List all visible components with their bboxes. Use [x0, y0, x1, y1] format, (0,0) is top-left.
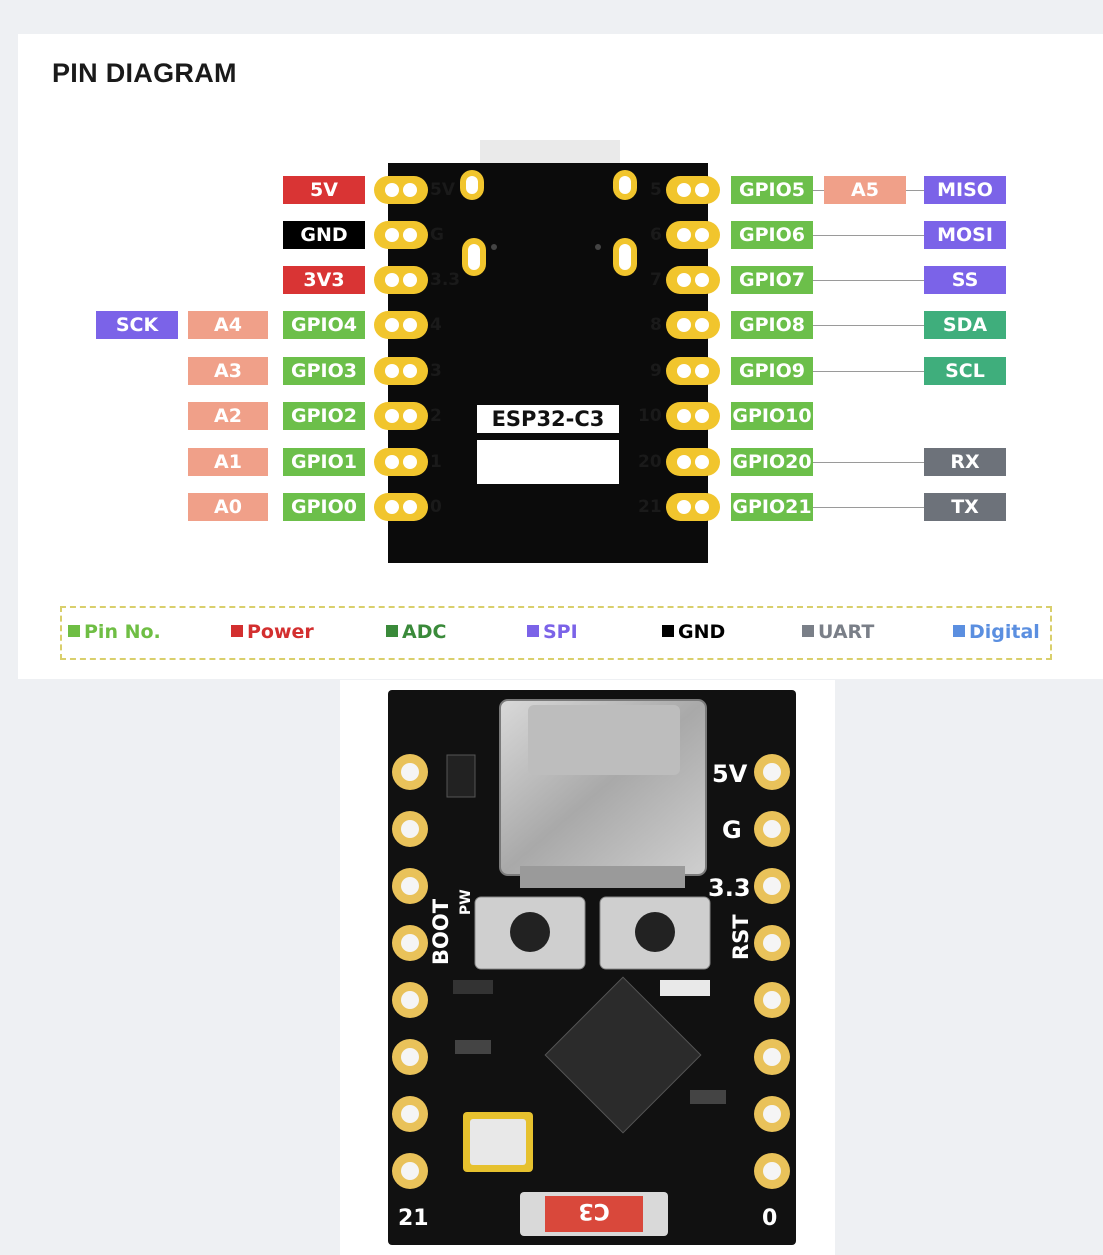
castellated-hole — [401, 934, 419, 952]
silk-g: G — [722, 816, 742, 844]
castellated-hole — [763, 934, 781, 952]
castellated-hole — [401, 877, 419, 895]
smd-component — [690, 1090, 726, 1104]
castellated-hole — [401, 1105, 419, 1123]
castellated-hole — [763, 1162, 781, 1180]
castellated-hole — [763, 1105, 781, 1123]
silk-21: 21 — [398, 1206, 429, 1231]
silk-rst: RST — [729, 914, 753, 960]
castellated-hole — [401, 1048, 419, 1066]
silk-pw: PW — [458, 889, 474, 915]
smd-component — [455, 1040, 491, 1054]
castellated-hole — [763, 820, 781, 838]
ic-small — [447, 755, 475, 797]
silk-boot: BOOT — [429, 898, 453, 965]
silk-c3: C3 — [578, 1198, 609, 1223]
silk-0: 0 — [762, 1206, 777, 1231]
castellated-hole — [763, 1048, 781, 1066]
castellated-hole — [763, 877, 781, 895]
castellated-hole — [401, 1162, 419, 1180]
castellated-hole — [763, 991, 781, 1009]
castellated-hole — [401, 763, 419, 781]
boot-button-cap — [510, 912, 550, 952]
crystal-top — [470, 1119, 526, 1165]
silk-5v: 5V — [712, 760, 748, 788]
smd-component — [453, 980, 493, 994]
castellated-hole — [401, 820, 419, 838]
usb-c-pins — [520, 866, 685, 888]
usb-c-opening — [528, 705, 680, 775]
castellated-hole — [401, 991, 419, 1009]
reset-button-cap — [635, 912, 675, 952]
smd-component — [660, 980, 710, 996]
silk-33: 3.3 — [708, 874, 751, 902]
castellated-hole — [763, 763, 781, 781]
